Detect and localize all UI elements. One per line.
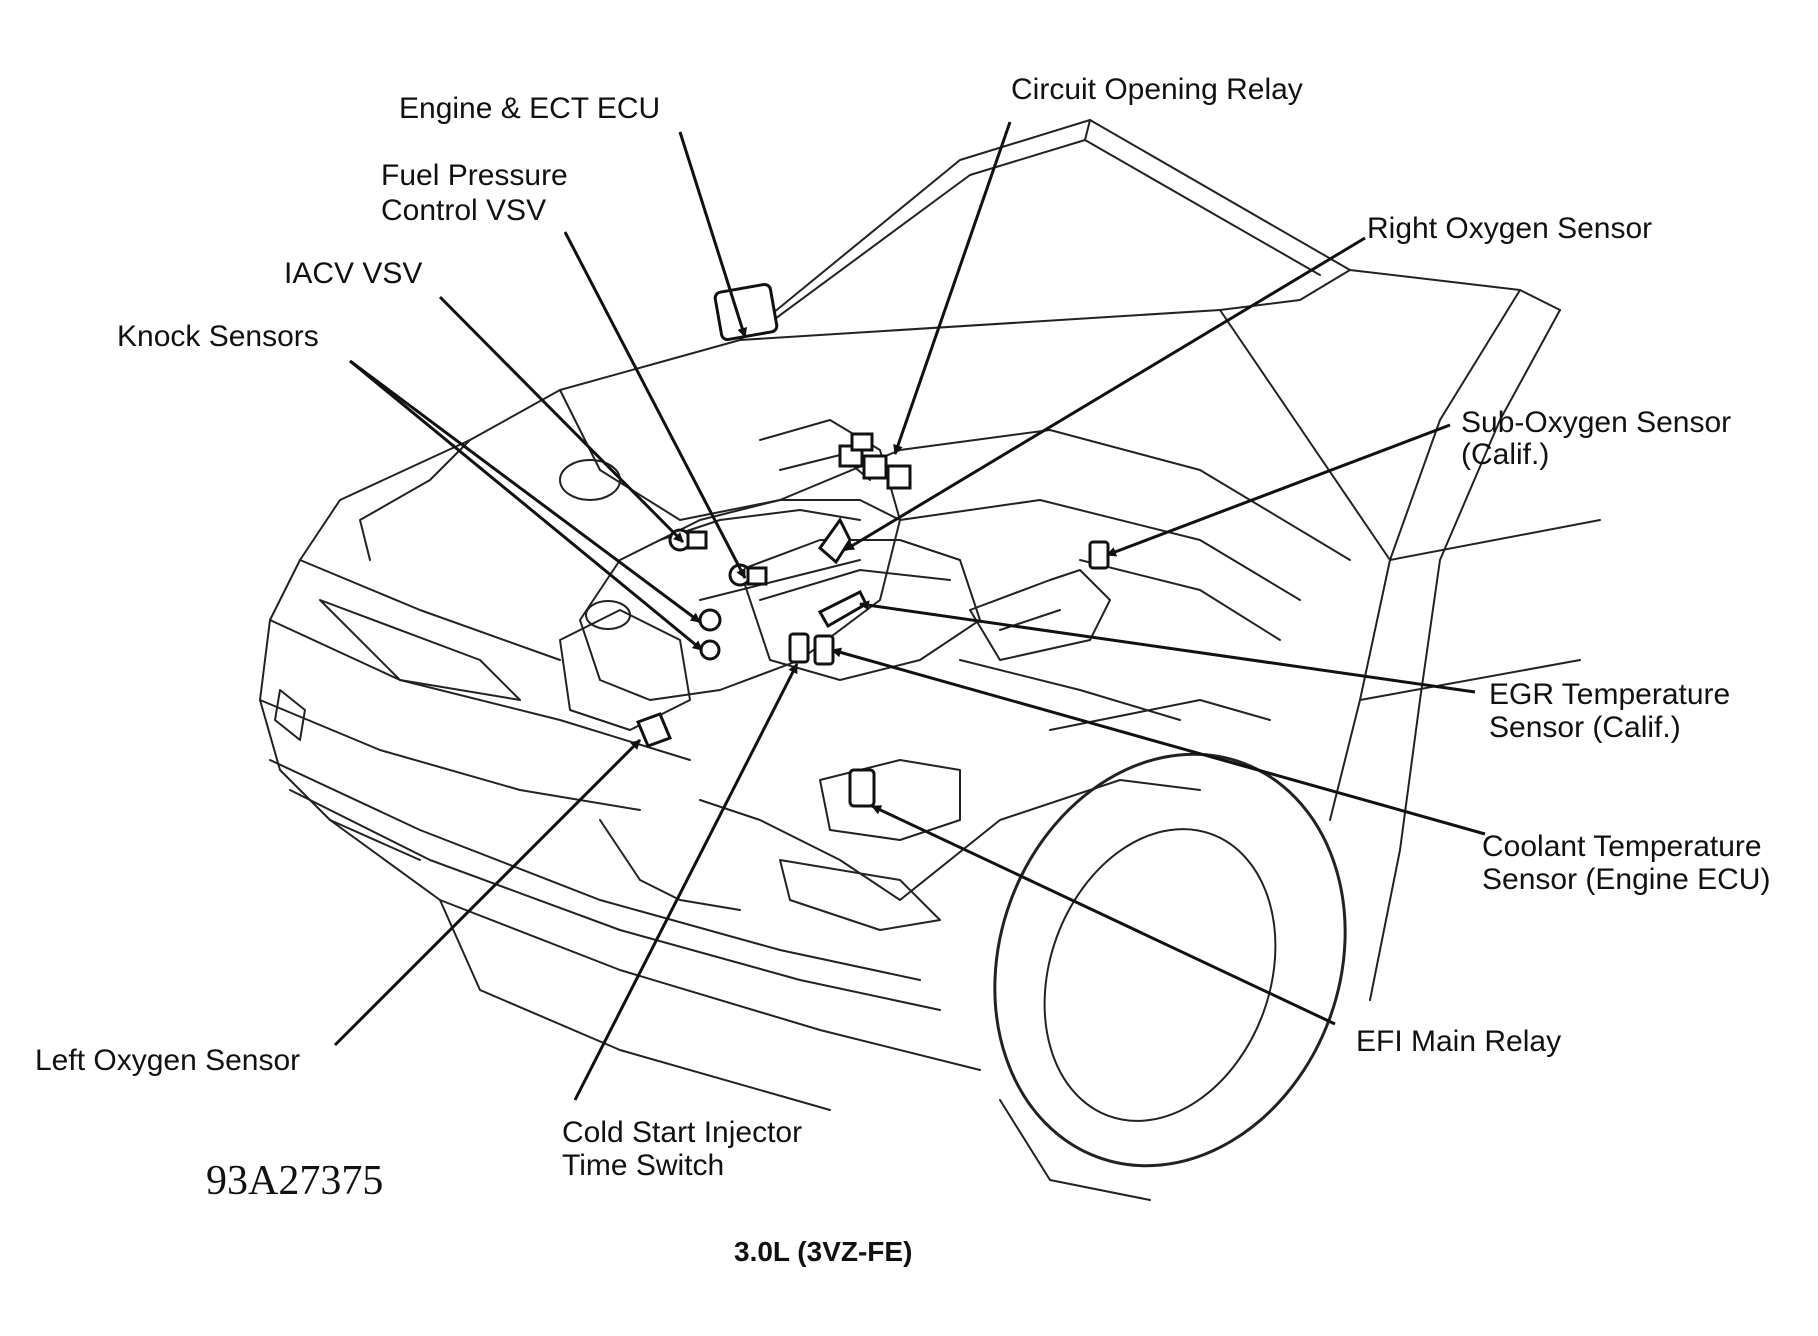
- label-efi-main-relay: EFI Main Relay: [1356, 1025, 1561, 1058]
- sub-oxygen-sensor: [1088, 540, 1110, 570]
- figure-caption: 3.0L (3VZ-FE): [734, 1236, 912, 1267]
- label-engine-ecu: Engine & ECT ECU: [399, 92, 660, 125]
- label-left-oxygen-sensor: Left Oxygen Sensor: [35, 1044, 300, 1077]
- label-cold-start-1: Cold Start Injector: [562, 1116, 802, 1149]
- right-oxygen-sensor: [817, 517, 852, 565]
- label-sub-oxygen-sensor-2: (Calif.): [1461, 438, 1549, 471]
- left-oxygen-sensor: [636, 712, 672, 748]
- label-egr-temp-sensor-1: EGR Temperature: [1489, 678, 1730, 711]
- efi-main-relay: [848, 768, 876, 808]
- label-coolant-temp-sensor-2: Sensor (Engine ECU): [1482, 863, 1770, 896]
- label-fuel-pressure-vsv-1: Fuel Pressure: [381, 159, 568, 192]
- label-cold-start-2: Time Switch: [562, 1149, 724, 1182]
- cold-start-switch: [788, 632, 810, 664]
- label-circuit-opening-relay: Circuit Opening Relay: [1011, 73, 1303, 106]
- knock-sensor-1: [698, 608, 722, 632]
- callout-labels: Engine & ECT ECU Circuit Opening Relay F…: [35, 73, 1770, 1267]
- figure-code: 93A27375: [206, 1158, 383, 1204]
- engine-ecu-box: [713, 282, 779, 342]
- coolant-temp-sensor: [813, 634, 835, 666]
- components: [636, 282, 1110, 808]
- label-coolant-temp-sensor-1: Coolant Temperature: [1482, 830, 1762, 863]
- egr-temp-sensor: [817, 589, 868, 629]
- leader-lines: [333, 121, 1486, 1101]
- label-egr-temp-sensor-2: Sensor (Calif.): [1489, 711, 1681, 744]
- circuit-opening-relay-block: [838, 432, 912, 490]
- label-sub-oxygen-sensor-1: Sub-Oxygen Sensor: [1461, 406, 1731, 439]
- label-knock-sensors: Knock Sensors: [117, 320, 319, 353]
- label-right-oxygen-sensor: Right Oxygen Sensor: [1367, 212, 1652, 245]
- label-iacv-vsv: IACV VSV: [284, 257, 422, 290]
- knock-sensor-2: [699, 639, 721, 661]
- label-fuel-pressure-vsv-2: Control VSV: [381, 194, 546, 227]
